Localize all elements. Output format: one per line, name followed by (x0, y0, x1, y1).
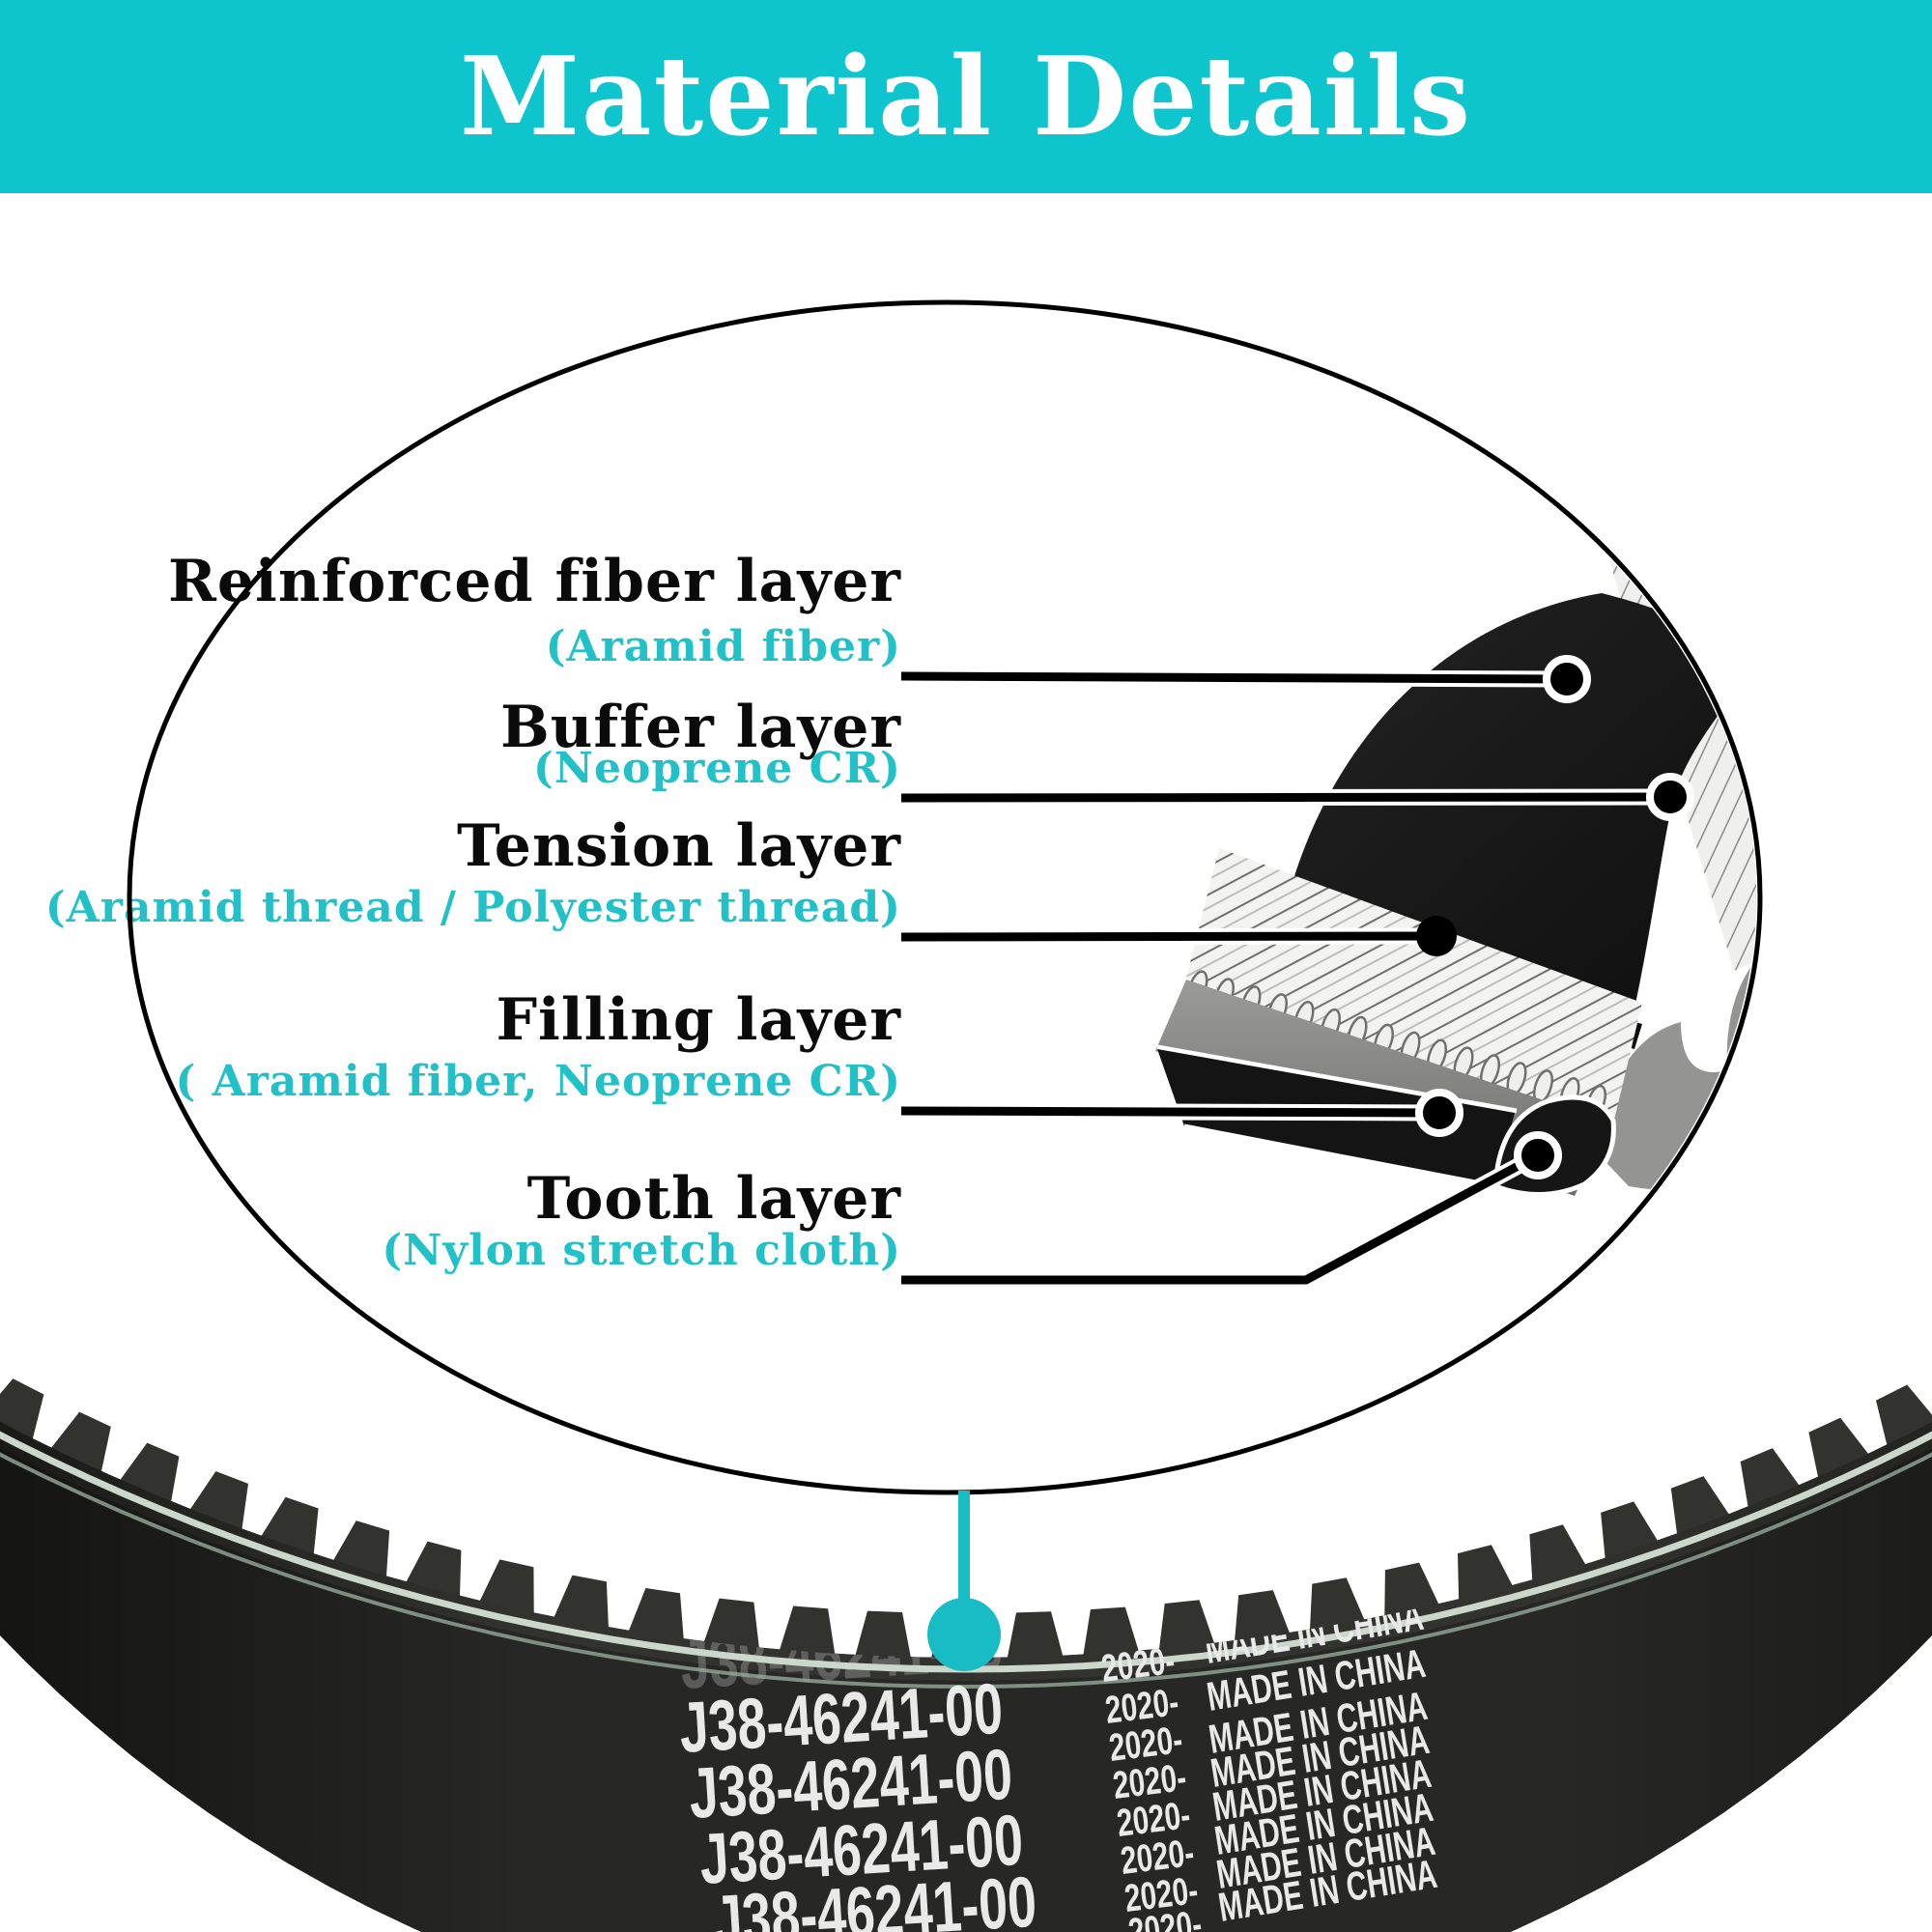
belt-print-part: J38-46241-00 (687, 1734, 1014, 1833)
belt-locator-pin (927, 1491, 1001, 1671)
material-neoprene-cr: (Neoprene CR) (532, 744, 901, 793)
belt-print-part: J38-46241-00 (677, 1668, 1005, 1768)
material-aramid-polyester: (Aramid thread / Polyester thread) (44, 883, 901, 932)
material-nylon-stretch-cloth: (Nylon stretch cloth) (382, 1226, 901, 1275)
callout-lines (900, 668, 1671, 1289)
belt-print-year: 2020- (1119, 1832, 1197, 1883)
label-tooth-layer: Tooth layer (526, 1165, 901, 1233)
belt-print-year: 2020- (1122, 1869, 1201, 1920)
callout-line-buffer (900, 792, 1671, 803)
pin-line (958, 1491, 970, 1606)
belt-print-year: 2020- (1111, 1756, 1189, 1807)
label-tension-layer: Tension layer (457, 812, 901, 880)
cog-hump-lower (1594, 951, 1756, 1190)
tension-layer-shape (1186, 848, 1642, 1132)
callout-line-filling (900, 1106, 1440, 1118)
label-filling-layer: Filling layer (496, 986, 901, 1054)
belt-edge-stripe-2 (0, 1452, 1932, 1690)
callout-dots (1415, 655, 1694, 1179)
callout-dot-tension (1416, 916, 1457, 956)
callout-line-tension (900, 931, 1437, 942)
belt-print-year: 2020- (1107, 1719, 1185, 1770)
diagram-ellipse (127, 299, 1763, 1495)
belt-print-year: 2020- (1103, 1681, 1181, 1732)
label-buffer-layer: Buffer layer (500, 694, 901, 761)
page-title: Material Details (459, 33, 1473, 160)
pin-dot (927, 1598, 1001, 1671)
callout-dot-reinforced (1543, 655, 1591, 703)
callout-line-tooth (901, 1151, 1541, 1285)
label-reinforced-fiber-layer: Reinforced fiber layer (168, 548, 901, 615)
callout-dot-tooth (1514, 1131, 1562, 1179)
belt-print-year: 2020- (1115, 1794, 1193, 1845)
belt-print-part: J38-46241-00 (697, 1800, 1025, 1899)
callout-dot-filling (1415, 1089, 1463, 1137)
callout-dot-buffer (1646, 773, 1694, 821)
material-aramid-fiber: (Aramid fiber) (545, 622, 901, 671)
title-banner: Material Details (0, 0, 1932, 193)
tooth-band-outline (1183, 1123, 1496, 1189)
belt-cross-section-illustration (1155, 520, 1756, 1197)
callout-line-reinforced (900, 671, 1568, 684)
material-aramid-neoprene: ( Aramid fiber, Neoprene CR) (175, 1057, 901, 1106)
